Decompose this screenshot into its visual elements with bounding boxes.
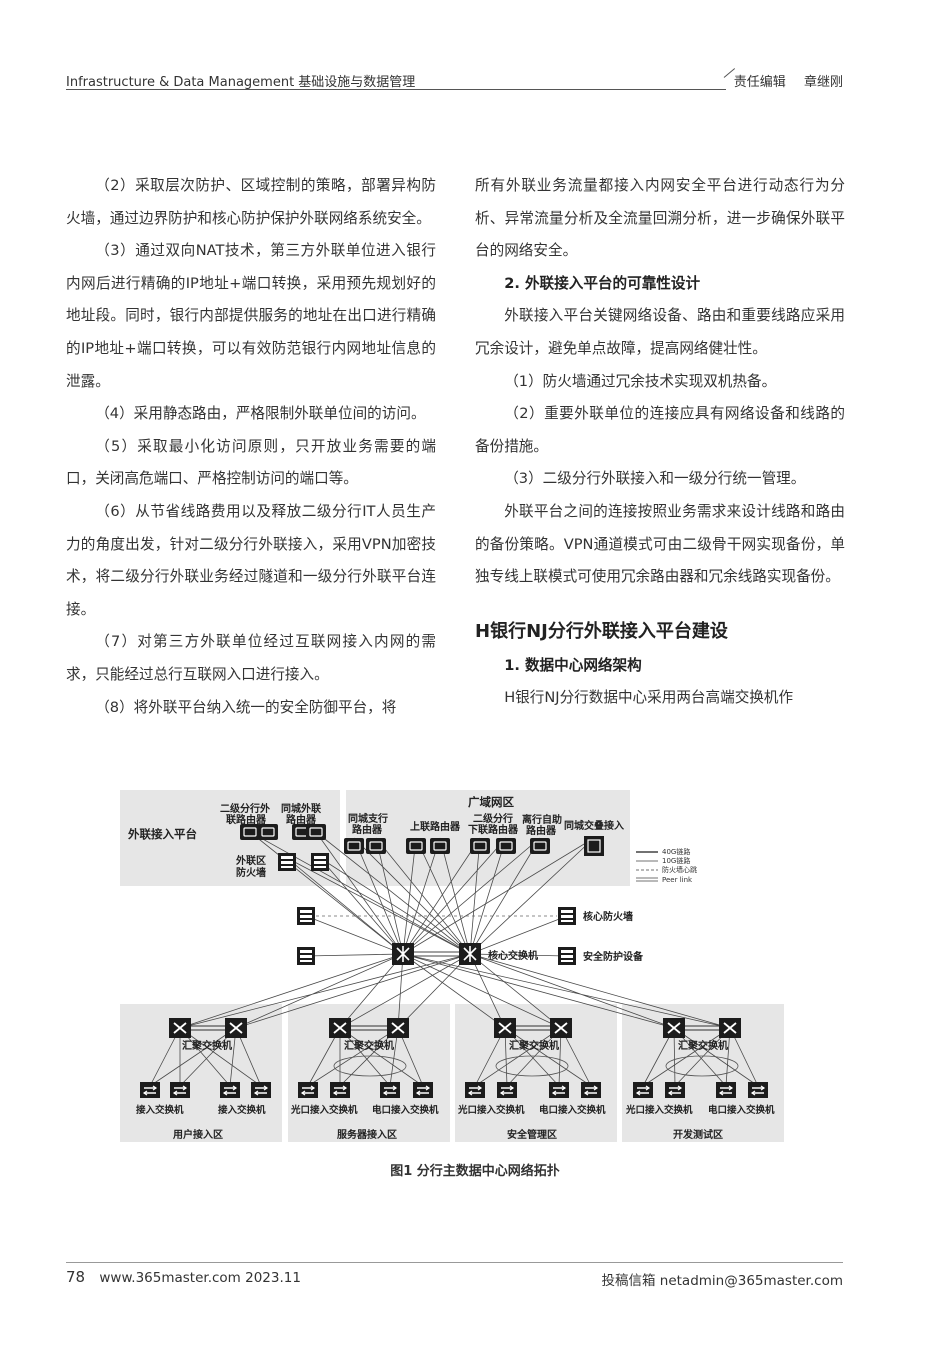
- city-branch-label-1: 同城支行: [348, 812, 388, 825]
- wan-to-core-links: [249, 831, 595, 955]
- self-service-label-1: 离行自助: [522, 813, 562, 826]
- optical-switch-label: 光口接入交换机: [290, 1104, 358, 1116]
- electric-switch-label: 电口接入交换机: [539, 1104, 606, 1116]
- paragraph: H银行NJ分行数据中心采用两台高端交换机作: [504, 689, 794, 707]
- list-item: （3）二级分行外联接入和一级分行统一管理。: [504, 470, 806, 488]
- core-fw-label: 核心防火墙: [583, 910, 633, 923]
- uplink-router-label: 上联路由器: [410, 820, 461, 833]
- legend-peer-link: Peer link: [662, 876, 693, 884]
- zone-dev-label: 开发测试区: [673, 1128, 723, 1141]
- legend-heartbeat: 防火墙心跳: [662, 865, 697, 874]
- paragraph: （4）采用静态路由，严格限制外联单位间的访问。: [95, 405, 426, 423]
- agg-switch-label: 汇聚交换机: [344, 1039, 394, 1052]
- list-item: （2）重要外联单位的连接应具有网络设备和线路的备份措施。: [475, 405, 845, 455]
- agg-switch-label: 汇聚交换机: [678, 1039, 728, 1052]
- access-switch-label: 接入交换机: [136, 1104, 184, 1116]
- self-service-label-2: 路由器: [526, 824, 557, 837]
- paragraph: 外联接入平台关键网络设备、路由和重要线路应采用冗余设计，避免单点故障，提高网络健…: [475, 307, 845, 357]
- network-topology-figure: 外联接入平台 二级分行外 联路由器 同城外联 路由器 外联区 防火墙 广域网区 …: [118, 786, 786, 1146]
- paragraph: （2）采取层次防护、区域控制的策略，部署异构防火墙，通过边界防护和核心防护保护外…: [66, 177, 436, 227]
- city-access-label: 同城交叠接入: [564, 819, 624, 832]
- electric-switch-label: 电口接入交换机: [372, 1104, 439, 1116]
- subheading: 1. 数据中心网络架构: [504, 656, 642, 674]
- zone-server-label: 服务器接入区: [337, 1128, 397, 1141]
- editor-name: 章继刚: [803, 75, 843, 90]
- city-ext-router-label-1: 同城外联: [281, 802, 321, 815]
- core-to-agg-links: [179, 953, 731, 1029]
- dmz-fw-label-1: 外联区: [235, 854, 266, 867]
- security-zone: [455, 1004, 617, 1142]
- running-header-editor: 责任编辑 章继刚: [734, 71, 843, 90]
- page-number: 78: [66, 1268, 86, 1286]
- list-item: （1）防火墙通过冗余技术实现双机热备。: [504, 372, 777, 390]
- access-switch-label: 接入交换机: [218, 1104, 266, 1116]
- paragraph: 所有外联业务流量都接入内网安全平台进行动态行为分析、异常流量分析及全流量回溯分析…: [475, 177, 845, 260]
- right-column: 所有外联业务流量都接入内网安全平台进行动态行为分析、异常流量分析及全流量回溯分析…: [475, 170, 845, 715]
- footer-left: 78 www.365master.com 2023.11: [66, 1268, 301, 1286]
- footer-site-issue: www.365master.com 2023.11: [99, 1270, 301, 1286]
- running-header-section: Infrastructure & Data Management 基础设施与数据…: [66, 75, 416, 90]
- server-access-zone: [288, 1004, 450, 1142]
- dmz-fw-label-2: 防火墙: [236, 866, 266, 879]
- paragraph: （6）从节省线路费用以及释放二级分行IT人员生产力的角度出发，针对二级分行外联接…: [66, 502, 436, 618]
- wan-label: 广域网区: [468, 795, 514, 809]
- paragraph: （3）通过双向NAT技术，第三方外联单位进入银行内网后进行精确的IP地址+端口转…: [66, 242, 436, 390]
- footer-submission: 投稿信箱 netadmin@365master.com: [601, 1273, 843, 1289]
- city-ext-router-label-2: 路由器: [286, 813, 317, 826]
- editor-label: 责任编辑: [733, 75, 786, 90]
- paragraph: （8）将外联平台纳入统一的安全防御平台，将: [95, 698, 397, 716]
- agg-switch-label: 汇聚交换机: [182, 1039, 232, 1052]
- legend-10g: 10G链路: [662, 856, 690, 865]
- city-branch-label-2: 路由器: [352, 823, 383, 836]
- electric-switch-label: 电口接入交换机: [708, 1104, 775, 1116]
- paragraph: （5）采取最小化访问原则，只开放业务需要的端口，关闭高危端口、严格控制访问的端口…: [66, 437, 436, 488]
- l2-branch-label-2: 下联路由器: [468, 823, 519, 836]
- left-column: （2）采取层次防护、区域控制的策略，部署异构防火墙，通过边界防护和核心防护保护外…: [66, 170, 436, 724]
- l2-branch-label-1: 二级分行: [473, 812, 513, 825]
- header-rule: [66, 89, 726, 90]
- optical-switch-label: 光口接入交换机: [457, 1104, 525, 1116]
- ext-platform-label: 外联接入平台: [127, 827, 197, 841]
- paragraph: （7）对第三方外联单位经过互联网接入内网的需求，只能经过总行互联网入口进行接入。: [66, 633, 436, 683]
- dev-test-zone: [622, 1004, 784, 1142]
- security-device-label: 安全防护设备: [583, 950, 644, 963]
- section-title: H银行NJ分行外联接入平台建设: [475, 620, 728, 642]
- optical-switch-label: 光口接入交换机: [625, 1104, 693, 1116]
- l2-router-label-1: 二级分行外: [220, 802, 270, 815]
- core-switch-label: 核心交换机: [488, 949, 538, 962]
- l2-router-label-2: 联路由器: [226, 813, 267, 826]
- figure-caption: 图1 分行主数据中心网络拓扑: [390, 1164, 560, 1179]
- zone-user-label: 用户接入区: [172, 1128, 223, 1141]
- paragraph: 外联平台之间的连接按照业务需求来设计线路和路由的备份策略。VPN通道模式可由二级…: [475, 502, 845, 586]
- legend-40g: 40G链路: [662, 847, 690, 856]
- user-access-zone: [120, 1004, 282, 1142]
- zone-security-label: 安全管理区: [507, 1128, 557, 1141]
- footer-rule: [66, 1262, 843, 1263]
- agg-switch-label: 汇聚交换机: [509, 1039, 559, 1052]
- subheading: 2. 外联接入平台的可靠性设计: [504, 274, 701, 292]
